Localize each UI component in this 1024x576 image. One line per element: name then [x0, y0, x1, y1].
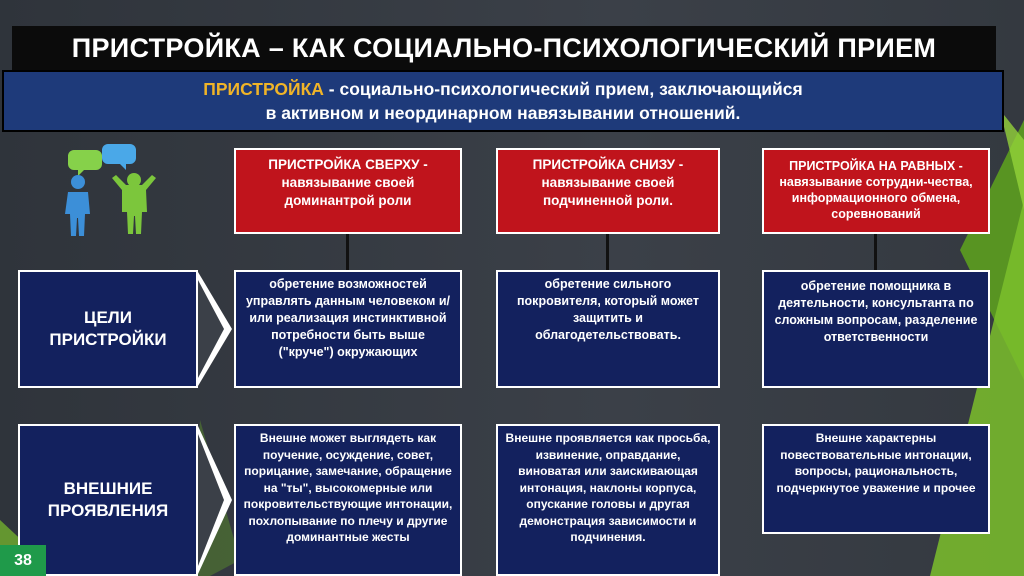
type-box-equal: ПРИСТРОЙКА НА РАВНЫХ - навязывание сотру… — [762, 148, 990, 234]
connector-line — [874, 234, 877, 270]
goals-label: ЦЕЛИ ПРИСТРОЙКИ — [49, 308, 167, 349]
type-title: ПРИСТРОЙКА СВЕРХУ - — [268, 157, 428, 172]
type-box-from-below: ПРИСТРОЙКА СНИЗУ - навязывание своей под… — [496, 148, 720, 234]
definition-box: ПРИСТРОЙКА - социально-психологический п… — [2, 70, 1004, 132]
people-talking-icon — [65, 144, 156, 236]
manifest-box-from-below: Внешне проявляется как просьба, извинени… — [496, 424, 720, 576]
type-text: навязывание своей доминантрой роли — [281, 175, 415, 208]
type-title: ПРИСТРОЙКА СНИЗУ - — [532, 157, 684, 172]
connector-line — [346, 234, 349, 270]
manifest-box-from-above: Внешне может выглядеть как поучение, осу… — [234, 424, 462, 576]
goal-box-from-above: обретение возможностей управлять данным … — [234, 270, 462, 388]
definition-line1: - социально-психологический прием, заклю… — [323, 79, 803, 99]
manifest-arrow — [198, 426, 232, 574]
goals-arrow — [198, 272, 232, 386]
goal-box-equal: обретение помощника в деятельности, конс… — [762, 270, 990, 388]
slide-title: ПРИСТРОЙКА – КАК СОЦИАЛЬНО-ПСИХОЛОГИЧЕСК… — [12, 26, 996, 70]
page-number: 38 — [0, 545, 46, 576]
manifest-box-equal: Внешне характерны повествовательные инто… — [762, 424, 990, 534]
type-text: навязывание своей подчиненной роли. — [541, 175, 675, 208]
type-title: ПРИСТРОЙКА НА РАВНЫХ - — [789, 159, 963, 173]
definition-line2: в активном и неординарном навязывании от… — [265, 103, 741, 123]
manifest-label: ВНЕШНИЕ ПРОЯВЛЕНИЯ — [47, 479, 169, 520]
definition-term: ПРИСТРОЙКА — [203, 79, 324, 99]
type-box-from-above: ПРИСТРОЙКА СВЕРХУ - навязывание своей до… — [234, 148, 462, 234]
type-text: навязывание сотрудни-чества, информацион… — [779, 175, 973, 221]
manifest-label-box: ВНЕШНИЕ ПРОЯВЛЕНИЯ — [18, 424, 198, 576]
goals-label-box: ЦЕЛИ ПРИСТРОЙКИ — [18, 270, 198, 388]
goal-box-from-below: обретение сильного покровителя, который … — [496, 270, 720, 388]
connector-line — [606, 234, 609, 270]
